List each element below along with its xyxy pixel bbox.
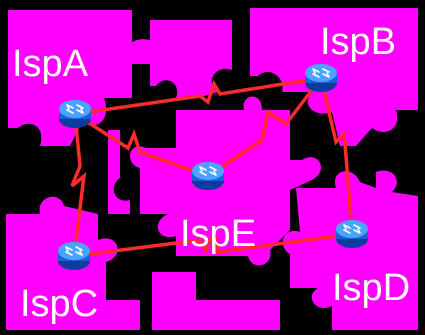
label-ispb: IspB (320, 21, 396, 63)
router-icon (304, 63, 338, 93)
puzzle-piece-ispd (282, 170, 418, 330)
puzzle-piece-ispa (8, 10, 158, 146)
link-ispb-ispd (319, 77, 354, 235)
puzzle-piece-ispe (129, 96, 321, 266)
puzzle-fragment-left (108, 130, 130, 214)
link-ispa-ispb (74, 76, 322, 116)
label-ispc: IspC (20, 283, 98, 325)
router-icon (58, 99, 92, 129)
links (70, 76, 354, 258)
isp-labels: IspA IspB IspC IspD IspE (12, 21, 410, 325)
puzzle-fragment-bottom (152, 272, 280, 330)
link-ispa-ispe (74, 112, 209, 178)
link-ispa-ispc (70, 113, 87, 257)
link-ispb-ispe (207, 76, 323, 178)
label-ispe: IspE (180, 213, 256, 255)
label-ispa: IspA (12, 43, 89, 85)
router-icon (57, 241, 91, 271)
router-icon (335, 219, 369, 249)
link-ispc-ispd (73, 226, 353, 258)
puzzle-fragment-top (150, 20, 232, 98)
label-ispd: IspD (332, 267, 410, 309)
router-icon (191, 161, 225, 191)
